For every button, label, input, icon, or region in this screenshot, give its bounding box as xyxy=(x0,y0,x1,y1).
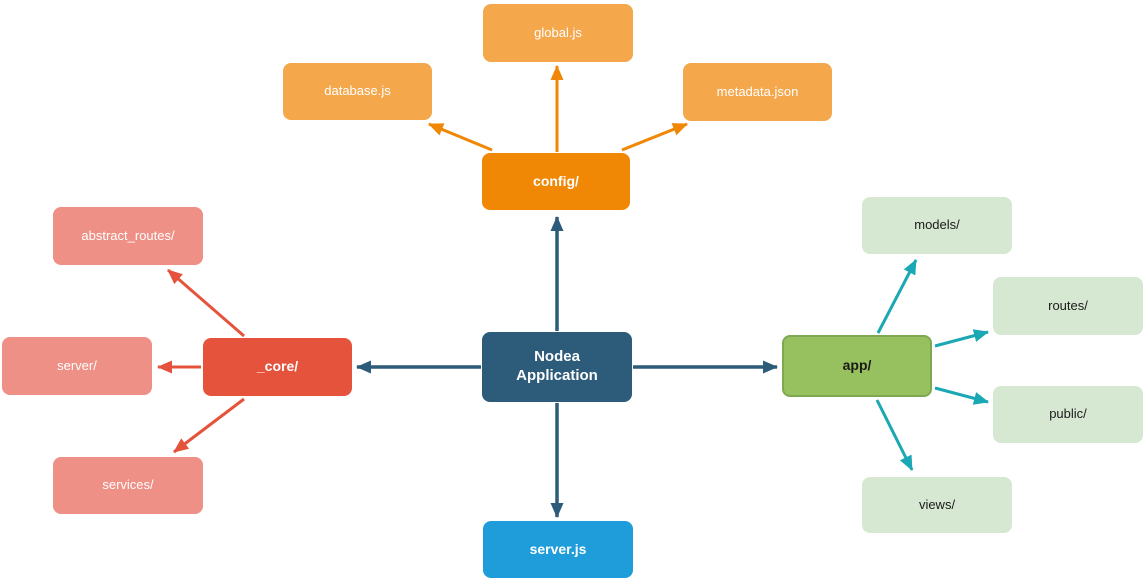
node-public-label: public/ xyxy=(1049,406,1087,422)
node-metadata-json-label: metadata.json xyxy=(716,83,799,99)
edge-app-routes xyxy=(934,329,989,348)
node-app-label: app/ xyxy=(842,357,872,374)
node-server-js: server.js xyxy=(483,521,633,578)
node-database-js: database.js xyxy=(283,63,432,120)
edge-app-views xyxy=(875,399,914,471)
node-models: models/ xyxy=(862,197,1012,254)
edge-app-public xyxy=(934,386,989,405)
edge-config-database xyxy=(428,122,493,152)
node-global-js: global.js xyxy=(483,4,633,62)
node-routes-label: routes/ xyxy=(1048,297,1088,313)
node-abstract-routes: abstract_routes/ xyxy=(53,207,203,265)
node-nodea-application-label: Nodea Application xyxy=(516,348,598,384)
node-app: app/ xyxy=(782,335,932,397)
node-views-label: views/ xyxy=(918,496,956,512)
node-config-label: config/ xyxy=(533,172,579,189)
node-metadata-json: metadata.json xyxy=(683,63,832,121)
edge-app-models xyxy=(876,259,918,334)
node-core: _core/ xyxy=(203,338,352,396)
edge-core-services xyxy=(173,397,245,454)
node-nodea-application: Nodea Application xyxy=(482,332,632,402)
node-server-dir: server/ xyxy=(2,337,152,395)
node-services-label: services/ xyxy=(102,477,154,493)
node-server-js-label: server.js xyxy=(529,540,587,557)
edge-config-metadata xyxy=(621,122,688,152)
node-core-label: _core/ xyxy=(256,358,299,375)
node-services: services/ xyxy=(53,457,203,514)
node-global-js-label: global.js xyxy=(534,24,582,40)
node-models-label: models/ xyxy=(914,217,960,233)
node-abstract-routes-label: abstract_routes/ xyxy=(81,227,175,243)
node-server-dir-label: server/ xyxy=(57,357,97,373)
node-views: views/ xyxy=(862,477,1012,533)
node-config: config/ xyxy=(482,153,630,210)
edge-core-abstractroutes xyxy=(167,268,245,338)
node-routes: routes/ xyxy=(993,277,1143,335)
node-public: public/ xyxy=(993,386,1143,443)
node-database-js-label: database.js xyxy=(324,83,391,99)
